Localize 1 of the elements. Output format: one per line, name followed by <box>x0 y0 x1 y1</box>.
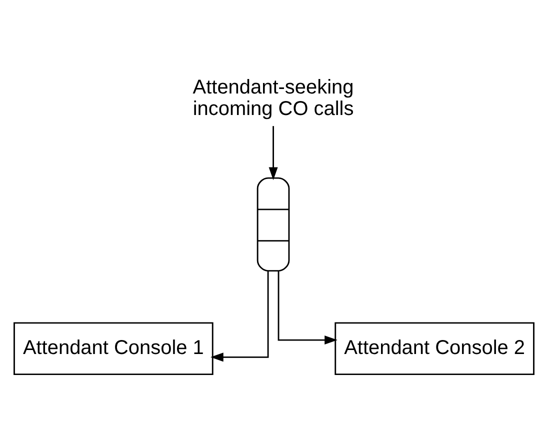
node-text: Attendant-seeking incoming CO calls <box>192 76 354 120</box>
